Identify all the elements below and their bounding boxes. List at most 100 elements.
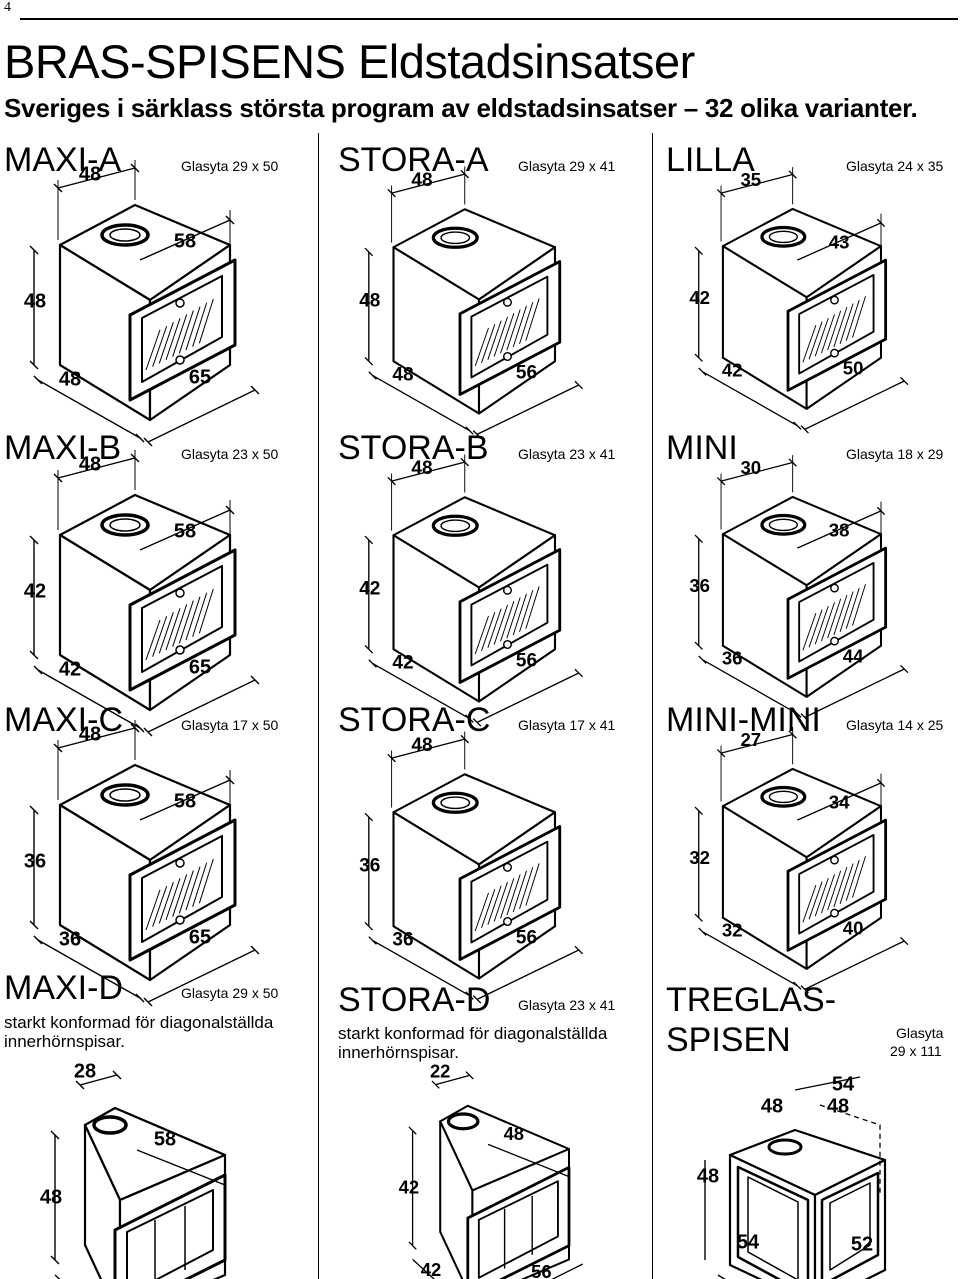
dim-bottom-left: 32 <box>722 920 743 941</box>
glass-size-stora-a: Glasyta 29 x 41 <box>518 158 616 174</box>
glass-size-maxi-a: Glasyta 29 x 50 <box>181 158 279 174</box>
column-divider-right <box>652 133 653 1279</box>
dim-height: 42 <box>24 580 46 602</box>
glass-size-maxi-b: Glasyta 23 x 50 <box>181 446 279 462</box>
glass-size-mini-mini: Glasyta 14 x 25 <box>846 717 944 733</box>
dim-width: 48 <box>79 453 101 475</box>
dim-height: 36 <box>24 850 46 872</box>
header-rule <box>20 18 958 20</box>
dim-height: 42 <box>689 287 710 308</box>
stove-drawing-maxi-d: 2858484265 <box>40 1060 227 1279</box>
glass-size-mini: Glasyta 18 x 29 <box>846 446 944 462</box>
flue-collar <box>760 785 807 808</box>
model-name-lilla: LILLA <box>666 141 755 179</box>
dim-bottom-right: 65 <box>189 366 211 388</box>
flue-collar <box>431 226 479 249</box>
dim-depth: 48 <box>504 1123 524 1144</box>
dim-width: 22 <box>430 1060 450 1081</box>
model-name-maxi-a: MAXI-A <box>4 141 122 179</box>
dim-bottom-right: 56 <box>516 928 537 949</box>
flue-collar <box>92 1115 128 1135</box>
dim-height: 36 <box>689 575 710 596</box>
dim-bottom-right: 40 <box>843 918 864 939</box>
flue-collar <box>431 791 479 814</box>
dim-width: 35 <box>740 169 761 190</box>
dim-height: 48 <box>24 290 46 312</box>
model-name-mini-mini: MINI-MINI <box>666 701 821 739</box>
glass-size-treglas-value: 29 x 111 <box>890 1043 942 1059</box>
page-subtitle: Sveriges i särklass största program av e… <box>4 93 918 123</box>
stove-drawing-mini-mini: 27 34 32 32 40 <box>689 727 909 994</box>
stove-drawing-maxi-c: 48 58 36 36 65 <box>24 720 260 1007</box>
page-title: BRAS-SPISENS Eldstadsinsatser <box>4 35 695 88</box>
glass-size-stora-c: Glasyta 17 x 41 <box>518 717 616 733</box>
dim-depth-left: 48 <box>761 1095 783 1117</box>
dim-depth: 38 <box>829 519 850 540</box>
dim-width: 48 <box>411 735 432 756</box>
dim-bottom-left: 42 <box>421 1259 441 1279</box>
page-number: 4 <box>4 0 11 15</box>
glass-size-treglas-label: Glasyta <box>896 1025 944 1041</box>
dim-bottom-left: 36 <box>722 648 743 669</box>
glass-size-stora-b: Glasyta 23 x 41 <box>518 446 616 462</box>
model-name-mini: MINI <box>666 429 738 467</box>
stove-drawing-maxi-a: 48 58 48 48 65 <box>24 160 260 447</box>
stove-drawing-stora-c: 48 36 36 56 <box>359 731 584 1004</box>
dim-bottom-right: 56 <box>516 363 537 384</box>
dim-height: 42 <box>359 578 380 599</box>
dim-bottom-right: 56 <box>531 1261 551 1279</box>
glass-size-lilla: Glasyta 24 x 35 <box>846 158 944 174</box>
dim-depth: 58 <box>174 230 196 252</box>
flue-collar <box>100 783 150 807</box>
dim-width: 48 <box>79 163 101 185</box>
model-name-stora-d: STORA-D <box>338 981 491 1019</box>
flue-collar <box>446 1112 480 1131</box>
dim-depth: 34 <box>829 791 850 812</box>
flue-collar <box>767 1138 803 1156</box>
dim-bottom-left: 36 <box>59 928 81 950</box>
flue-collar <box>431 514 479 537</box>
dim-height: 42 <box>399 1176 419 1197</box>
dim-width: 27 <box>740 729 761 750</box>
model-name-maxi-b: MAXI-B <box>4 429 122 467</box>
stove-drawing-stora-d: 22 48 42 42 56 <box>399 1060 584 1279</box>
dim-bottom-left: 42 <box>64 1276 86 1279</box>
dim-top: 54 <box>832 1073 855 1095</box>
flue-collar <box>760 513 807 536</box>
dim-depth: 58 <box>154 1128 176 1150</box>
dim-bottom-left: 42 <box>722 360 743 381</box>
note-stora-d: starkt konformad för diagonalställda inn… <box>338 1024 608 1062</box>
dim-height: 48 <box>697 1165 719 1187</box>
dim-height: 32 <box>689 847 710 868</box>
dim-width: 48 <box>79 723 101 745</box>
door-glass <box>126 1189 214 1279</box>
dim-height: 48 <box>40 1186 62 1208</box>
dim-bottom-left: 36 <box>392 930 413 951</box>
flue-collar <box>760 225 807 248</box>
note-maxi-d: starkt konformad för diagonalställda inn… <box>4 1013 274 1051</box>
dim-bottom-left: 42 <box>392 653 413 674</box>
dim-bottom-right: 44 <box>843 646 864 667</box>
dim-bottom-right: 56 <box>516 651 537 672</box>
dim-bottom-right: 65 <box>189 656 211 678</box>
column-divider-left <box>318 133 319 1279</box>
dim-bottom-right: 65 <box>189 926 211 948</box>
stove-drawing-mini: 30 38 36 36 44 <box>689 455 909 722</box>
model-name-maxi-d: MAXI-D <box>4 969 123 1007</box>
flue-collar <box>100 223 150 247</box>
model-name-treglas-spisen: TREGLAS-SPISEN <box>666 981 837 1059</box>
dim-width: 48 <box>411 458 432 479</box>
dim-bottom-right: 52 <box>851 1233 873 1255</box>
dim-depth: 58 <box>174 790 196 812</box>
dim-width: 30 <box>740 457 761 478</box>
dim-bottom-left: 48 <box>59 368 81 390</box>
dim-depth: 43 <box>829 231 850 252</box>
dim-height: 36 <box>359 855 380 876</box>
dim-height: 48 <box>359 290 380 311</box>
glass-size-maxi-c: Glasyta 17 x 50 <box>181 717 279 733</box>
